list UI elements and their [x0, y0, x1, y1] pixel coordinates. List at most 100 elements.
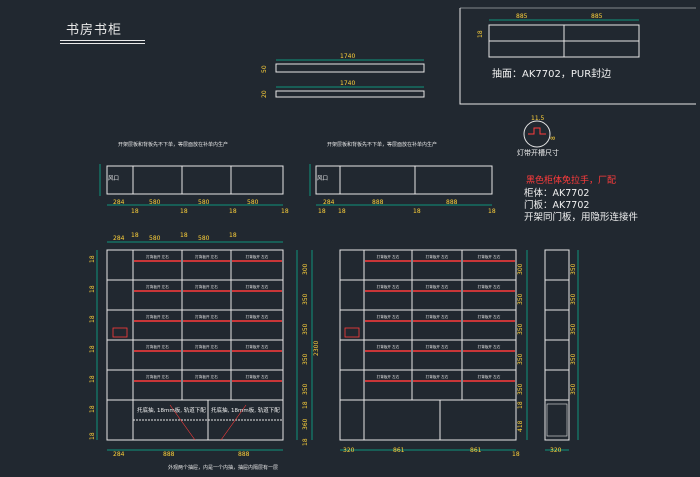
elev-left-h-7: 18: [302, 438, 309, 446]
elev-left-h-4: 350: [302, 383, 309, 395]
red-strips: [134, 260, 515, 382]
vent-label-right: 风口: [317, 176, 329, 182]
elev-right-cell-label: 打背板开 左右: [478, 374, 501, 379]
drawer-label-left: 托底抽, 18mm板, 轨道下配: [137, 408, 206, 414]
upper-left-dim-0: 284: [113, 199, 125, 206]
elev-left-l-3: 18: [89, 345, 96, 353]
elev-right-frame: [339, 249, 517, 441]
elev-left-h-0: 300: [302, 263, 309, 275]
elev-left-bottom-dim-0: 284: [113, 451, 125, 458]
panel-side-dim: 18: [477, 30, 484, 38]
upper-left-dim-2: 580: [149, 199, 161, 206]
elev-left-cell-label: 打背板开 左右: [246, 284, 269, 289]
board-top: [275, 63, 425, 73]
elev-left-cell-label: 打背板开 左右: [146, 344, 169, 349]
side-h-3: 350: [570, 353, 577, 365]
elev-left-cell-label: 打背板开 左右: [146, 254, 169, 259]
elev-left-top-dim-4: 580: [198, 235, 210, 242]
elev-right-h-2: 350: [517, 323, 524, 335]
upper-left-cab: [106, 165, 284, 195]
elev-right-cell-label: 打背板开 左右: [478, 314, 501, 319]
elev-left-cell-label: 打背板开 左右: [246, 344, 269, 349]
vent-label-left: 风口: [108, 176, 120, 182]
elev-left-l-0: 18: [89, 255, 96, 263]
elev-left-cell-label: 打背板开 左右: [195, 344, 218, 349]
upper-left-dim-3: 18: [180, 208, 188, 215]
note-frame: 开架同门板，用隐形连接件: [524, 212, 639, 223]
elev-right-cell-label: 打背板开 左右: [377, 284, 400, 289]
drawing-title: 书房书柜: [66, 23, 123, 38]
panel-frame: [459, 8, 696, 105]
elev-right-cell-label: 打背板开 左右: [426, 344, 449, 349]
elev-left-cell-label: 打背板开 左右: [146, 374, 169, 379]
elev-left-cell-label: 打背板开 左右: [195, 284, 218, 289]
board-bottom-len: 1740: [340, 80, 356, 87]
upper-right-dim-6: 18: [488, 208, 496, 215]
elev-left-l-1: 18: [89, 285, 96, 293]
note-door: 门板：AK7702: [524, 200, 590, 211]
side-drawer: [546, 403, 568, 437]
elev-left-cell-label: 打背板开 左右: [246, 254, 269, 259]
elev-left-drawer-x: [169, 404, 247, 441]
elev-right-cell-label: 打背板开 左右: [426, 254, 449, 259]
elev-right-cell-label: 打背板开 左右: [478, 344, 501, 349]
elev-right-h-5: 18: [517, 401, 524, 409]
elev-left-top-dim-3: 18: [180, 232, 188, 239]
upper-right-dim-3: 888: [372, 199, 384, 206]
upper-left-dim-5: 18: [229, 208, 237, 215]
elev-right-cell-label: 打背板开 左右: [478, 254, 501, 259]
elev-left-h-5: 18: [302, 401, 309, 409]
elev-right-cell-label: 打背板开 左右: [377, 374, 400, 379]
elev-left-top-dim-2: 580: [149, 235, 161, 242]
bottom-note: 外观两个抽屉，内是一个内抽，抽屉内隔层有一层: [168, 465, 279, 471]
side-h-2: 350: [570, 323, 577, 335]
side-h-0: 350: [570, 263, 577, 275]
elev-left-cell-label: 打背板开 左右: [195, 254, 218, 259]
red-note: 黑色柜体免拉手，厂配: [526, 176, 617, 186]
drawer-label-right: 托底抽, 18mm板, 轨道下配: [211, 408, 280, 414]
fit-dim-width: 11.5: [531, 115, 545, 122]
upper-right-cab: [315, 165, 493, 195]
elev-right-cell-label: 打背板开 左右: [478, 284, 501, 289]
fit-dim-depth: 8: [550, 136, 557, 140]
elev-right-marker: [344, 327, 360, 338]
elev-right-h-3: 350: [517, 353, 524, 365]
elev-right-bottom-dim-3: 18: [512, 451, 520, 458]
elev-left-bottom-dim-2: 888: [238, 451, 250, 458]
panel-dim-right: 885: [591, 13, 603, 20]
shelf-note-right: 开架层板和背板先不下单，等层面放在补单内生产: [327, 142, 438, 148]
elev-left-h-3: 350: [302, 353, 309, 365]
cell-labels: 打背板开 左右打背板开 左右打背板开 左右打背板开 左右打背板开 左右打背板开 …: [146, 254, 501, 379]
elev-right-bottom-dim-0: 320: [343, 447, 355, 454]
elev-left-h-2: 350: [302, 323, 309, 335]
upper-right-dim-2: 18: [338, 208, 346, 215]
upper-right-dim-5: 888: [446, 199, 458, 206]
note-body: 柜体：AK7702: [524, 188, 590, 199]
panel-dim-left: 885: [516, 13, 528, 20]
elev-right-h-1: 350: [517, 293, 524, 305]
upper-left-dim-7: 18: [281, 208, 289, 215]
board-top-height: 50: [261, 65, 268, 73]
elev-left-cell-label: 打背板开 左右: [195, 374, 218, 379]
elev-left-marker: [112, 327, 128, 338]
elev-right-h-4: 350: [517, 383, 524, 395]
elev-right-cell-label: 打背板开 左右: [377, 314, 400, 319]
elev-left-l-6: 18: [89, 432, 96, 440]
side-h-1: 350: [570, 293, 577, 305]
elev-left-cell-label: 打背板开 左右: [246, 314, 269, 319]
elev-right-bottom-dim-2: 861: [470, 447, 482, 454]
elev-right-cell-label: 打背板开 左右: [426, 374, 449, 379]
elev-left-bottom-dim-1: 888: [163, 451, 175, 458]
title-underline-2: [60, 43, 145, 44]
side-h-4: 350: [570, 383, 577, 395]
title-underline: [60, 40, 145, 41]
side-bottom-dim: 320: [550, 447, 562, 454]
elev-right-cell-label: 打背板开 左右: [377, 254, 400, 259]
elev-right-h-6: 418: [517, 420, 524, 432]
upper-left-dim-6: 580: [247, 199, 259, 206]
elev-left-top-dim-1: 18: [131, 232, 139, 239]
elev-left-cell-label: 打背板开 左右: [195, 314, 218, 319]
side-view-frame: [544, 249, 570, 441]
upper-left-dim-4: 580: [198, 199, 210, 206]
